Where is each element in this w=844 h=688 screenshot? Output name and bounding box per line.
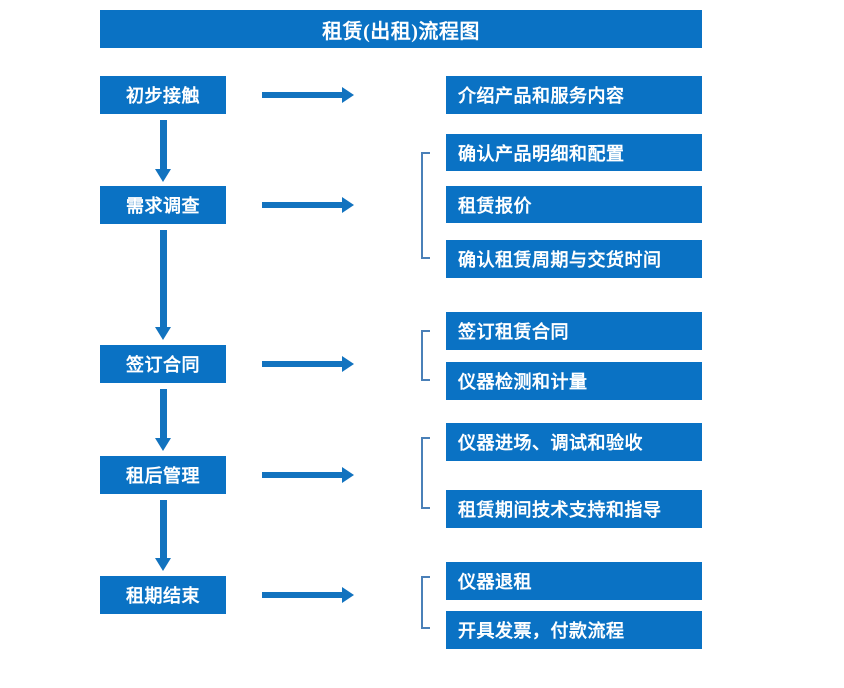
branch-arrow-right-5 xyxy=(262,586,354,604)
arrow-head xyxy=(342,587,354,603)
arrow-shaft xyxy=(262,92,342,98)
arrow-head xyxy=(155,327,171,340)
group-bracket-4 xyxy=(421,576,430,629)
task-box-9[interactable]: 仪器退租 xyxy=(446,562,702,600)
arrow-head xyxy=(155,438,171,451)
stage-box-1[interactable]: 初步接触 xyxy=(100,76,226,114)
branch-arrow-right-4 xyxy=(262,466,354,484)
arrow-shaft xyxy=(160,389,167,438)
stage-box-2[interactable]: 需求调查 xyxy=(100,186,226,224)
task-box-2[interactable]: 确认产品明细和配置 xyxy=(446,134,702,171)
task-box-8[interactable]: 租赁期间技术支持和指导 xyxy=(446,490,702,528)
task-box-7[interactable]: 仪器进场、调试和验收 xyxy=(446,423,702,461)
stage-box-3[interactable]: 签订合同 xyxy=(100,345,226,383)
arrow-shaft xyxy=(262,361,342,367)
task-box-1[interactable]: 介绍产品和服务内容 xyxy=(446,76,702,114)
task-box-3[interactable]: 租赁报价 xyxy=(446,186,702,223)
arrow-head xyxy=(155,169,171,182)
flow-arrow-down-1 xyxy=(154,120,172,182)
arrow-head xyxy=(342,467,354,483)
task-box-6[interactable]: 仪器检测和计量 xyxy=(446,362,702,400)
branch-arrow-right-3 xyxy=(262,355,354,373)
group-bracket-1 xyxy=(421,152,430,259)
arrow-shaft xyxy=(160,500,167,558)
group-bracket-3 xyxy=(421,437,430,509)
arrow-shaft xyxy=(262,472,342,478)
arrow-head xyxy=(342,87,354,103)
arrow-shaft xyxy=(160,230,167,327)
flow-arrow-down-4 xyxy=(154,500,172,571)
arrow-head xyxy=(342,356,354,372)
branch-arrow-right-1 xyxy=(262,86,354,104)
arrow-head xyxy=(342,197,354,213)
arrow-shaft xyxy=(262,592,342,598)
arrow-head xyxy=(155,558,171,571)
arrow-shaft xyxy=(262,202,342,208)
task-box-10[interactable]: 开具发票，付款流程 xyxy=(446,611,702,649)
branch-arrow-right-2 xyxy=(262,196,354,214)
group-bracket-2 xyxy=(421,330,430,381)
task-box-5[interactable]: 签订租赁合同 xyxy=(446,312,702,350)
stage-box-4[interactable]: 租后管理 xyxy=(100,456,226,494)
flow-arrow-down-3 xyxy=(154,389,172,451)
flow-arrow-down-2 xyxy=(154,230,172,340)
arrow-shaft xyxy=(160,120,167,169)
chart-title: 租赁(出租)流程图 xyxy=(100,10,702,48)
task-box-4[interactable]: 确认租赁周期与交货时间 xyxy=(446,240,702,278)
stage-box-5[interactable]: 租期结束 xyxy=(100,576,226,614)
